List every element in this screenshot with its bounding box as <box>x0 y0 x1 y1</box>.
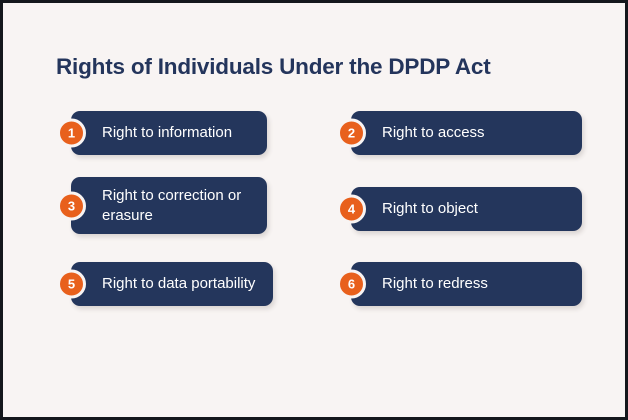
rights-column-right-3: 6 Right to redress <box>297 262 628 306</box>
row-spacer-2 <box>3 234 628 262</box>
rights-row-2: 3 Right to correction or erasure 4 Right… <box>3 177 628 234</box>
row-spacer-1 <box>3 155 628 177</box>
number-badge-3: 3 <box>57 191 86 220</box>
right-card-3[interactable]: 3 Right to correction or erasure <box>57 177 267 234</box>
number-badge-5: 5 <box>57 269 86 299</box>
right-card-label-1: Right to information <box>102 124 233 142</box>
rights-column-left-2: 3 Right to correction or erasure <box>3 177 297 234</box>
right-card-label-4: Right to object <box>382 200 478 218</box>
number-badge-6: 6 <box>337 269 366 299</box>
right-card-5[interactable]: 5 Right to data portability <box>57 262 274 306</box>
rights-grid: 1 Right to information 2 Right to access… <box>3 111 628 306</box>
right-card-6[interactable]: 6 Right to redress <box>337 262 582 306</box>
right-card-label-2: Right to access <box>382 124 485 142</box>
number-badge-4: 4 <box>337 194 366 224</box>
rights-column-right-1: 2 Right to access <box>297 111 628 155</box>
right-card-label-6: Right to redress <box>382 275 488 293</box>
page-title: Rights of Individuals Under the DPDP Act <box>56 54 491 79</box>
right-card-1[interactable]: 1 Right to information <box>57 111 267 155</box>
rights-column-left-1: 1 Right to information <box>3 111 297 155</box>
right-card-4[interactable]: 4 Right to object <box>337 187 582 231</box>
infographic-canvas: Rights of Individuals Under the DPDP Act… <box>3 3 625 417</box>
rights-row-1: 1 Right to information 2 Right to access <box>3 111 628 155</box>
rights-column-right-2: 4 Right to object <box>297 177 628 231</box>
rights-row-3: 5 Right to data portability 6 Right to r… <box>3 262 628 306</box>
number-badge-2: 2 <box>337 118 366 148</box>
right-card-2[interactable]: 2 Right to access <box>337 111 582 155</box>
number-badge-1: 1 <box>57 118 86 148</box>
right-card-label-3: Right to correction or erasure <box>102 187 242 224</box>
right-card-label-5: Right to data portability <box>102 275 256 293</box>
rights-column-left-3: 5 Right to data portability <box>3 262 297 306</box>
